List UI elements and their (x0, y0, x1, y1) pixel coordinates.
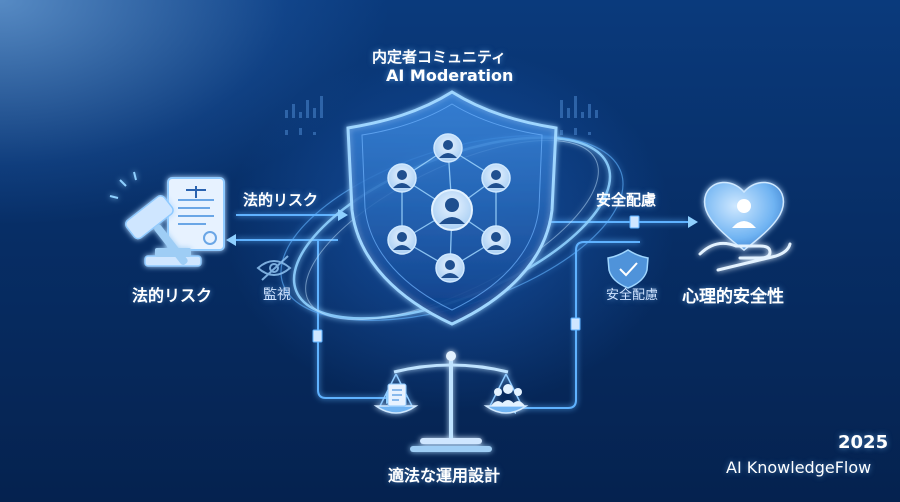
legal-risk-node-label: 法的リスク (132, 286, 213, 305)
psych-safety-label: 心理的安全性 (682, 287, 784, 307)
loop-left (317, 240, 386, 399)
footer-year: 2025 (838, 432, 889, 453)
data-bars-left (285, 96, 323, 135)
avatar-center (431, 189, 473, 231)
heart-hand-icon (698, 181, 792, 272)
balanced-design-label: 適法な運用設計 (388, 466, 501, 485)
monitoring-label: 監視 (263, 287, 291, 303)
avatar-bottom (435, 253, 465, 283)
eye-off-icon (256, 255, 292, 281)
footer-brand: AI KnowledgeFlow (726, 458, 872, 477)
legal-risk-arrow-label: 法的リスク (243, 191, 319, 209)
title-line1: 内定者コミュニティ (372, 48, 507, 66)
balance-scale-icon (373, 351, 529, 452)
avatar-right-bottom (481, 225, 511, 255)
legal-document-icon (167, 177, 225, 251)
avatar-left-bottom (387, 225, 417, 255)
shield-check-icon (607, 249, 649, 289)
data-bars-right (560, 96, 598, 135)
safety-arrow-label: 安全配慮 (596, 191, 657, 209)
small-doc-icons (312, 215, 640, 343)
gavel-icon (109, 171, 202, 267)
arrowhead-3 (688, 216, 698, 228)
network-avatars (387, 133, 511, 283)
document-icon-on-scale (387, 383, 407, 407)
arrowhead-2 (226, 234, 236, 246)
avatar-right-top (481, 163, 511, 193)
avatar-left-top (387, 163, 417, 193)
people-group-icon (491, 384, 525, 406)
safety-small-label: 安全配慮 (606, 288, 659, 303)
title-line2: AI Moderation (386, 66, 514, 85)
avatar-top (433, 133, 463, 163)
